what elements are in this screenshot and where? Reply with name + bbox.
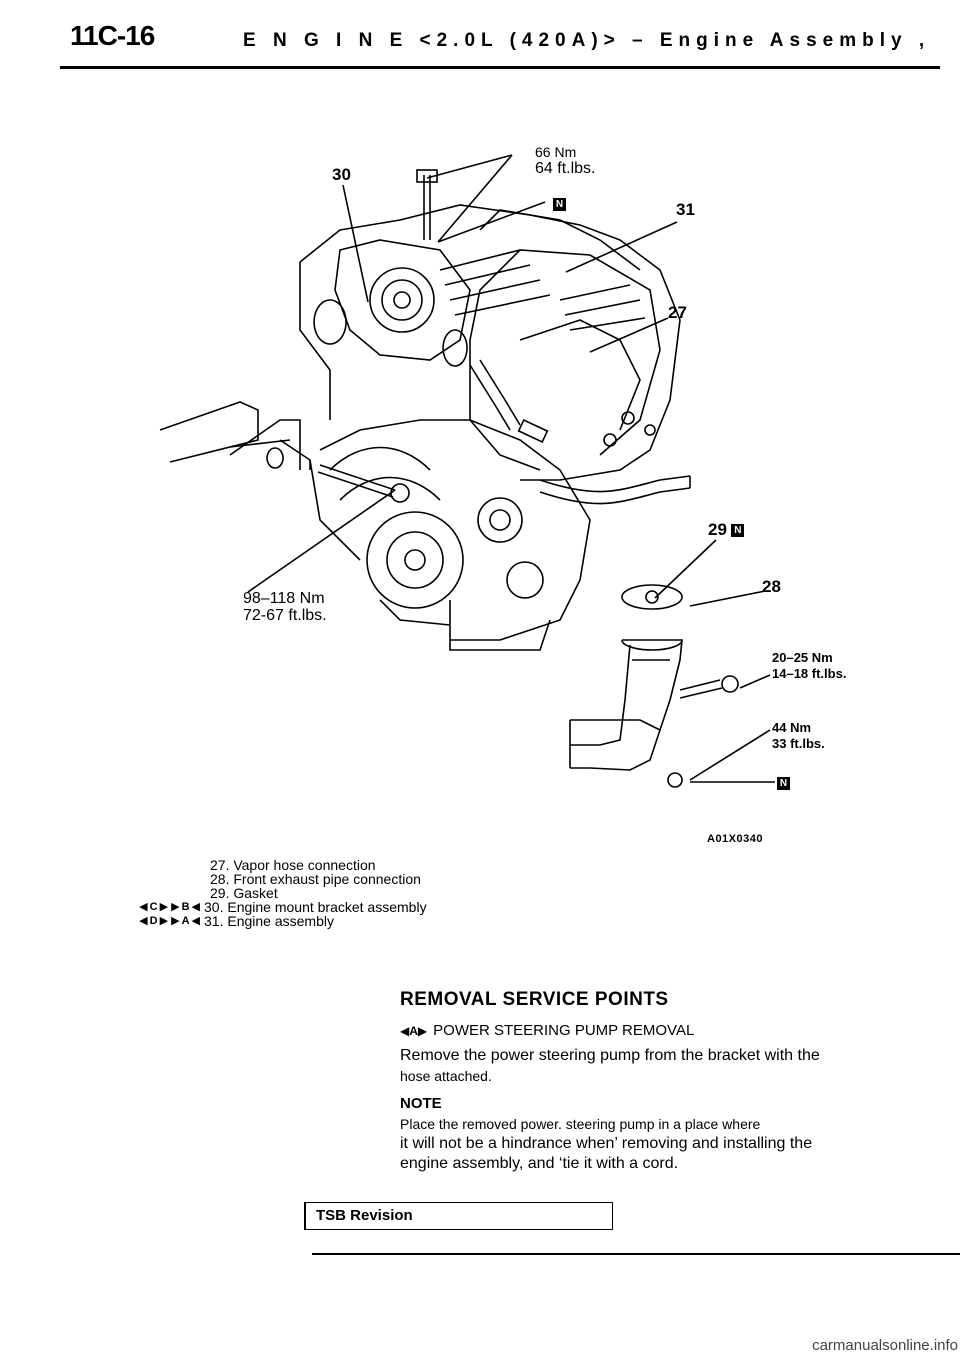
torque-left-nm: 98–118 Nm: [243, 590, 325, 607]
tsb-label: TSB Revision: [316, 1207, 413, 1224]
service-point-mark: ◀A▶: [400, 1023, 428, 1038]
legend-row: ◀D▶ ▶A◀ 31. Engine assembly: [139, 913, 427, 929]
long-bolt: [266, 439, 410, 503]
torque-right2-ft: 33 ft.lbs.: [772, 736, 825, 751]
legend-row: 28. Front exhaust pipe connection: [160, 872, 427, 886]
legend-row: 29. Gasket: [160, 886, 427, 900]
legend-text: 31. Engine assembly: [204, 913, 334, 929]
watermark: carmanualsonline.info: [812, 1337, 958, 1354]
callout-29: 29 N: [708, 520, 745, 540]
engine-block: [299, 204, 681, 481]
mount-bracket: [313, 169, 471, 367]
legend-row: ◀C▶ ▶B◀ 30. Engine mount bracket assembly: [139, 899, 427, 915]
header-rule: [60, 66, 940, 69]
legend-symbols: ◀D▶ ▶A◀: [139, 915, 200, 927]
torque-right2-nm: 44 Nm: [772, 720, 812, 735]
legend-row: 27. Vapor hose connection: [160, 858, 427, 872]
paragraph: Remove the power steering pump from the …: [400, 1047, 820, 1064]
engine-diagram: [159, 154, 775, 788]
legend-text: 29. Gasket: [210, 885, 278, 901]
side-bracket: [159, 401, 301, 470]
legend-text: 27. Vapor hose connection: [210, 857, 376, 873]
legend-text: 28. Front exhaust pipe connection: [210, 871, 421, 887]
torque-top-ft: 64 ft.lbs.: [535, 160, 596, 177]
note-label: NOTE: [400, 1095, 442, 1112]
parts-legend: 27. Vapor hose connection 28. Front exha…: [139, 858, 427, 929]
badge-n-label: N: [553, 198, 566, 212]
subsection-heading: ◀A▶ POWER STEERING PUMP REMOVAL: [400, 1022, 694, 1039]
note-line: engine assembly, and ‘tie it with a cord…: [400, 1155, 679, 1172]
torque-right1-nm: 20–25 Nm: [772, 650, 833, 665]
tsb-revision-box: TSB Revision: [304, 1202, 613, 1230]
note-line: Place the removed power. steering pump i…: [400, 1116, 761, 1132]
exhaust-pipe: [569, 584, 739, 788]
callout-29-label: 29: [708, 520, 727, 539]
coolant-hose: [469, 359, 691, 505]
badge-n-label: N: [777, 777, 790, 791]
figure-code: A01X0340: [707, 833, 763, 845]
note-line: it will not be a hindrance when’ removin…: [400, 1135, 813, 1152]
footer-rule: [312, 1253, 960, 1255]
callout-28: 28: [762, 577, 781, 596]
lower-block: [309, 419, 591, 651]
section-heading: REMOVAL SERVICE POINTS: [400, 989, 669, 1010]
legend-symbols: ◀C▶ ▶B◀: [139, 901, 200, 913]
torque-right1-ft: 14–18 ft.lbs.: [772, 666, 847, 681]
torque-top-nm: 66 Nm: [535, 144, 577, 160]
badge-n: N: [731, 524, 745, 538]
page-id: 11C-16: [70, 20, 155, 51]
legend-text: 30. Engine mount bracket assembly: [204, 899, 427, 915]
subsection-title: POWER STEERING PUMP REMOVAL: [433, 1022, 695, 1039]
paragraph: hose attached.: [400, 1068, 492, 1084]
section-body: Remove the power steering pump from the …: [400, 1046, 870, 1174]
badge-n: N: [777, 775, 790, 793]
page-title: E N G I N E <2.0L (420A)> – Engine Assem…: [243, 30, 931, 51]
callout-27: 27: [668, 303, 687, 322]
torque-left-ft: 72-67 ft.lbs.: [243, 607, 327, 624]
badge-n: N: [553, 196, 566, 214]
callout-31: 31: [676, 200, 695, 219]
callout-30: 30: [332, 165, 351, 184]
